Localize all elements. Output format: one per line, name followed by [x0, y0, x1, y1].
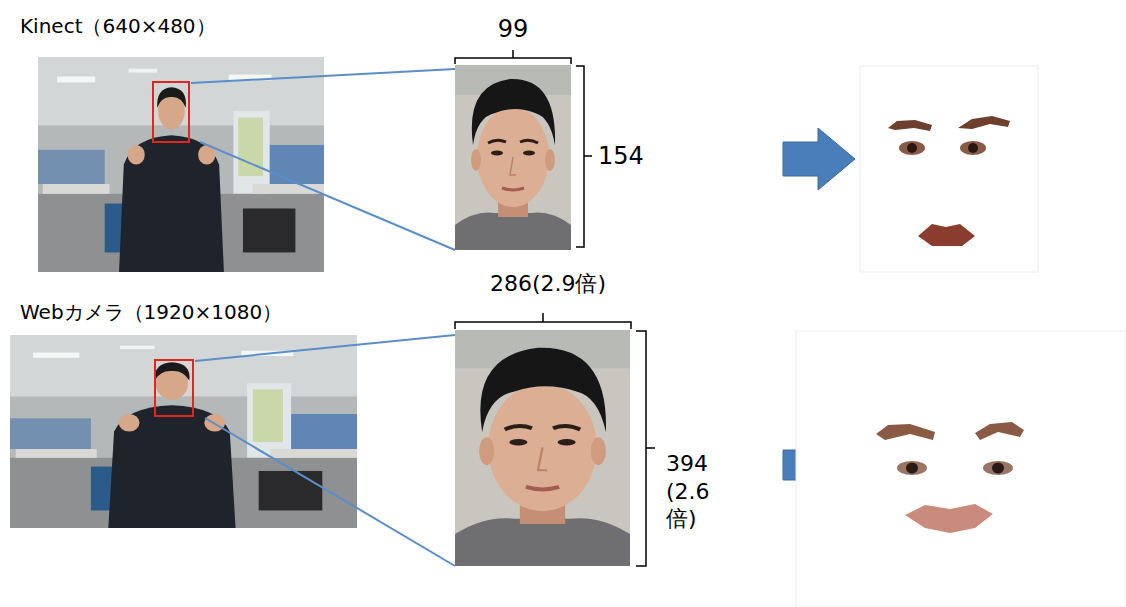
scene-image	[38, 57, 324, 272]
face-image	[455, 65, 571, 250]
pupil	[907, 143, 917, 153]
eye-patch	[983, 461, 1013, 475]
eyebrow-patch	[876, 424, 935, 440]
eyebrow-patch	[888, 120, 932, 131]
lip-patch	[905, 504, 993, 533]
pupil	[906, 463, 918, 474]
face-image	[455, 330, 630, 566]
leader-line	[195, 335, 455, 361]
webcam-photo	[10, 335, 357, 528]
height-bracket	[636, 331, 655, 566]
block-arrow	[783, 128, 855, 190]
width-bracket	[455, 313, 631, 329]
kinect-photo	[38, 57, 324, 272]
feature-image	[796, 331, 1126, 607]
eye-patch	[897, 461, 927, 475]
feature-image	[860, 66, 1038, 272]
leader-line	[200, 142, 455, 250]
leader-line	[205, 418, 455, 566]
face-box	[153, 82, 189, 142]
feature-ground	[796, 331, 1126, 607]
dimension-value: 394 (2.6倍)	[666, 450, 710, 533]
camera-title: Webカメラ（1920×1080）	[20, 300, 282, 325]
face-box	[155, 360, 193, 416]
eyebrow-patch	[958, 116, 1010, 129]
face-crop	[455, 65, 571, 250]
pupil	[992, 463, 1004, 474]
face-crop	[455, 330, 630, 566]
height-bracket	[576, 66, 592, 247]
eye-patch	[960, 141, 986, 155]
width-bracket	[455, 50, 571, 64]
lip-patch	[918, 224, 975, 246]
eyebrow-patch	[975, 422, 1024, 440]
dimension-value: 286(2.9倍)	[490, 270, 606, 298]
dimension-value: 154	[598, 141, 644, 171]
feature-ground	[860, 66, 1038, 272]
camera-title: Kinect（640×480）	[20, 14, 216, 39]
eye-patch	[899, 141, 925, 155]
dimension-value: 99	[498, 14, 529, 44]
scene-image	[10, 335, 357, 528]
leader-line	[191, 69, 455, 83]
pupil	[968, 143, 978, 153]
